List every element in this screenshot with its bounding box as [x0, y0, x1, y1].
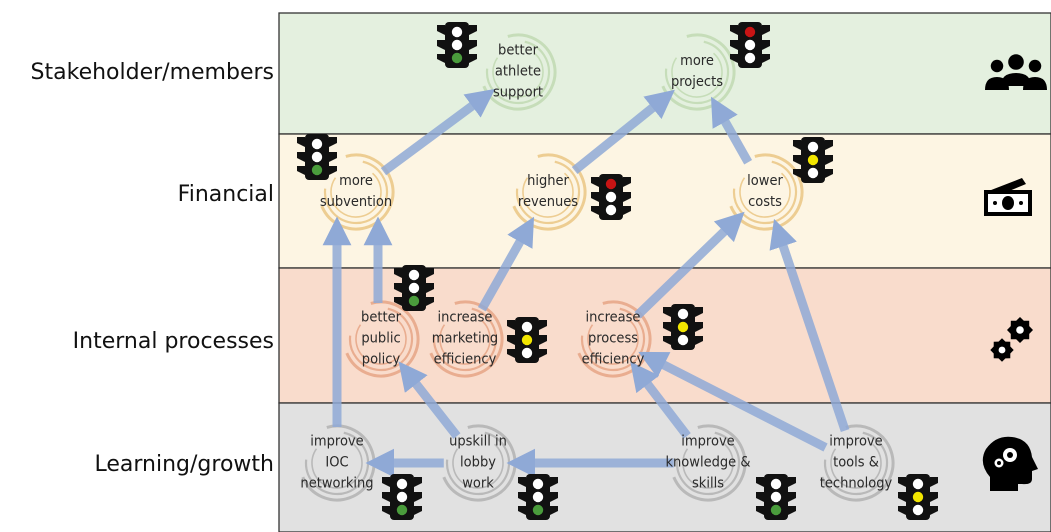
perspective-label-financial: Financial [177, 182, 274, 207]
objective-line: tools & [833, 454, 879, 471]
objective-line: efficiency [581, 351, 645, 368]
objective-ring [729, 153, 804, 231]
band-financial [278, 133, 1051, 269]
causal-arrow [380, 88, 496, 176]
traffic-light-icon [518, 474, 558, 520]
objective-line: costs [748, 194, 782, 210]
objective-ring [301, 424, 376, 502]
objective-ring [672, 424, 747, 502]
objective-line: improve [310, 433, 364, 450]
causal-arrow [710, 96, 753, 165]
causal-arrow [398, 361, 461, 439]
perspective-label-internal: Internal processes [72, 329, 274, 354]
causal-arrow [638, 351, 828, 452]
traffic-light-icon [591, 174, 631, 220]
traffic-light-icon [382, 474, 422, 520]
causal-arrow [634, 211, 745, 319]
objective-line: projects [670, 74, 724, 90]
objective-better-athlete-support: better athlete support [493, 41, 543, 104]
traffic-light-icon [394, 265, 434, 311]
objective-line: efficiency [433, 351, 497, 368]
objective-more-projects: more projects [671, 51, 723, 93]
objective-better-public-policy: better public policy [361, 308, 401, 371]
objective-line: upskill in [449, 433, 507, 450]
objective-ring [442, 424, 517, 502]
objective-line: IOC [325, 454, 349, 471]
traffic-light-icon [297, 134, 337, 180]
objective-more-subvention: more subvention [320, 171, 392, 213]
objective-ring [482, 33, 557, 111]
causal-arrow [630, 361, 691, 439]
objective-lower-costs: lower costs [747, 171, 783, 213]
traffic-light-icon [730, 22, 770, 68]
traffic-light-icon [507, 317, 547, 363]
perspective-label-stakeholder: Stakeholder/members [30, 60, 274, 85]
objective-line: technology [819, 475, 893, 492]
objective-improve-tools-technology: improve tools & technology [820, 432, 892, 495]
objective-ring [820, 424, 895, 502]
perspective-label-learning: Learning/growth [94, 452, 274, 477]
objective-line: marketing [431, 330, 499, 347]
people-group-icon [985, 54, 1047, 90]
gears-icon [990, 317, 1033, 362]
objective-line: networking [300, 475, 374, 492]
objective-line: lobby [460, 454, 496, 471]
traffic-light-icon [663, 304, 703, 350]
objective-increase-process-efficiency: increase process efficiency [582, 308, 645, 371]
objective-line: more [339, 173, 373, 189]
objective-line: subvention [319, 194, 393, 210]
objective-line: revenues [517, 194, 579, 210]
objective-line: knowledge & [665, 454, 751, 471]
objective-line: increase [585, 309, 641, 326]
objective-line: better [498, 42, 538, 59]
traffic-light-icon [898, 474, 938, 520]
money-icon [984, 178, 1032, 216]
causal-arrow [477, 216, 535, 312]
objective-increase-marketing-efficiency: increase marketing efficiency [432, 308, 498, 371]
objective-line: process [587, 330, 639, 347]
objective-improve-knowledge-skills: improve knowledge & skills [665, 432, 750, 495]
objective-line: public [361, 330, 401, 347]
brain-head-icon [982, 436, 1038, 491]
causal-arrow [571, 89, 675, 175]
objective-line: work [462, 475, 494, 492]
objective-line: more [680, 53, 714, 69]
objective-line: increase [437, 309, 493, 326]
objective-line: skills [691, 475, 725, 492]
causal-arrow [769, 218, 850, 433]
objective-higher-revenues: higher revenues [518, 171, 578, 213]
objective-line: better [361, 309, 401, 326]
traffic-light-icon [756, 474, 796, 520]
objective-line: support [492, 84, 544, 101]
traffic-light-icon [793, 137, 833, 183]
objective-line: higher [527, 173, 569, 189]
objective-line: improve [681, 433, 735, 450]
objective-line: lower [747, 173, 783, 189]
objective-line: improve [829, 433, 883, 450]
traffic-light-icon [437, 22, 477, 68]
objective-line: athlete [494, 63, 542, 80]
objective-upskill-in-lobby-work: upskill in lobby work [449, 432, 507, 495]
objective-line: policy [361, 351, 401, 368]
